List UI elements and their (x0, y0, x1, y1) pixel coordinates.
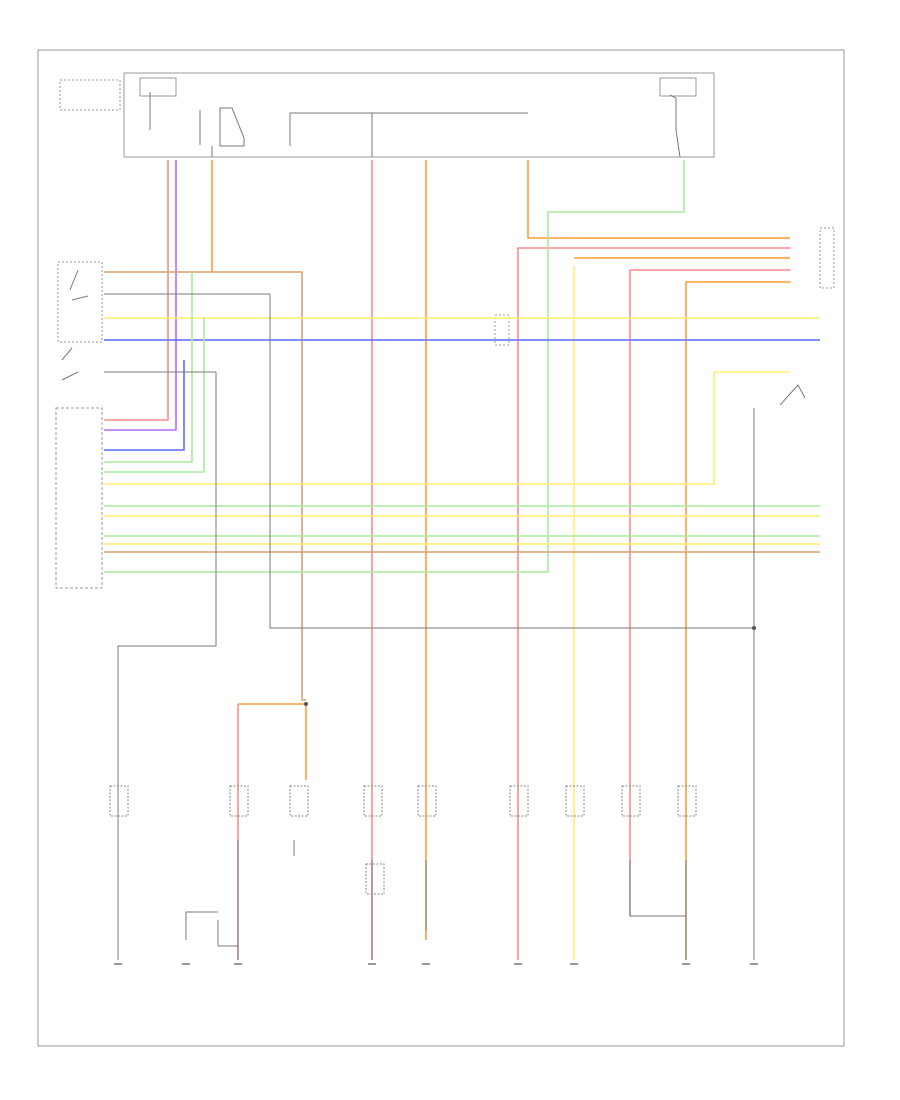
wire-13 (104, 160, 685, 573)
wire-18 (104, 272, 193, 463)
wire-11 (629, 269, 791, 916)
wire-1 (104, 160, 169, 421)
wire-12 (685, 281, 791, 960)
wire-17 (104, 372, 715, 485)
ground-wire-3 (217, 920, 238, 947)
wire-7 (527, 160, 790, 239)
fuse-box (59, 72, 715, 158)
ground-wire-0 (104, 293, 754, 629)
lamp-center-2 (417, 785, 437, 817)
lamp-right-1 (509, 785, 529, 817)
wire-2 (104, 360, 185, 451)
lamp-right-3 (621, 785, 641, 817)
right-connector (494, 227, 835, 406)
lamp-right-2 (565, 785, 585, 817)
lamp-center-1 (363, 785, 383, 817)
lamp-components (109, 785, 758, 965)
ground-wires (104, 293, 756, 960)
splice-1 (752, 626, 756, 630)
ground-wire-7 (629, 860, 686, 917)
component-lower-1 (365, 863, 385, 895)
page-frame (37, 49, 845, 1047)
wire-8 (517, 247, 791, 960)
lamp-left-1 (109, 785, 129, 817)
wire-layer (104, 160, 820, 960)
lamp-right-4 (677, 785, 697, 817)
ground-wire-4 (185, 911, 218, 940)
wire-26 (238, 703, 307, 780)
left-switches (55, 261, 103, 589)
wire-3 (104, 271, 306, 701)
lamp-left-3 (289, 785, 309, 817)
splice-2 (304, 702, 308, 706)
wire-0 (104, 160, 177, 431)
lamp-left-2 (229, 785, 249, 817)
wire-19 (104, 318, 205, 473)
ground-wire-2 (104, 371, 217, 960)
